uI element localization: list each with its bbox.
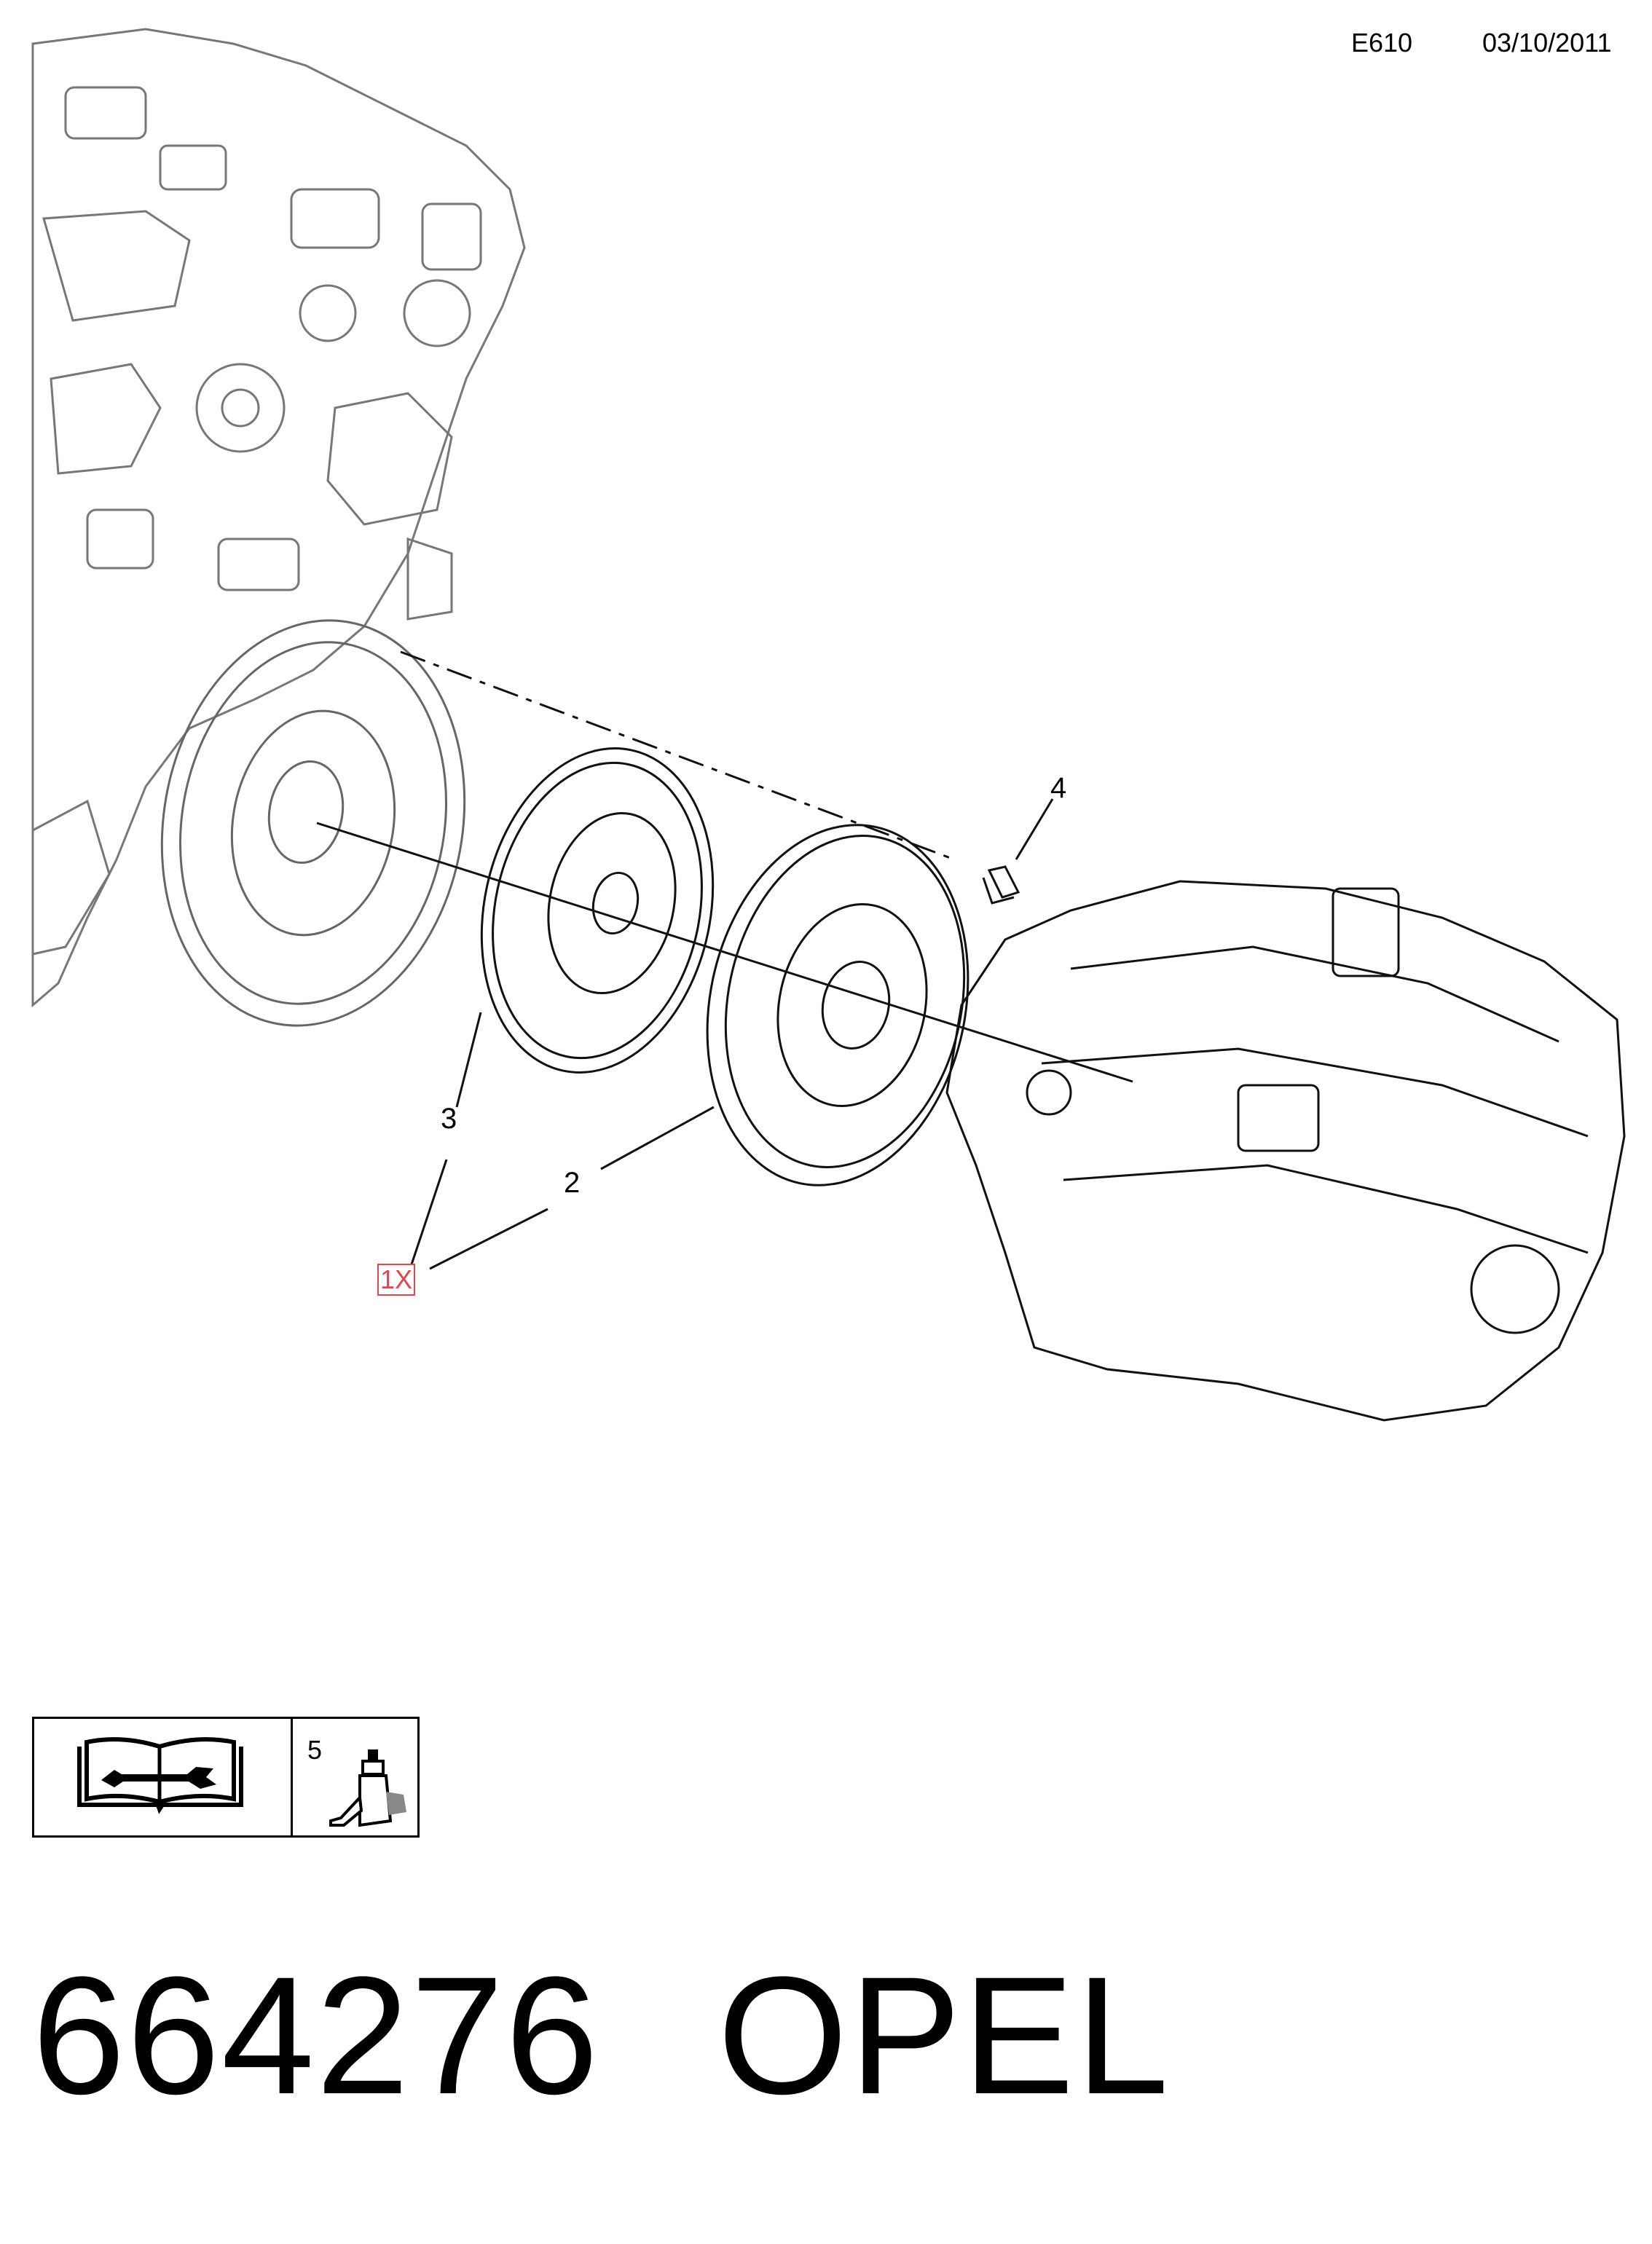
flywheel-drawing — [160, 619, 466, 1027]
part-number: 664276 — [32, 1942, 600, 2129]
legend-sealant-cell: 5 — [293, 1719, 417, 1835]
callout-3: 3 — [441, 1103, 457, 1135]
engine-block-drawing — [31, 28, 526, 1008]
legend-box: 5 — [32, 1717, 420, 1838]
gearbox-drawing — [945, 880, 1626, 1422]
assembly-lines — [316, 650, 1133, 1083]
leader-lines — [410, 798, 1054, 1270]
quantity-label: 1X — [377, 1264, 415, 1296]
pressure-plate-drawing — [706, 824, 969, 1186]
legend-item-number: 5 — [307, 1735, 323, 1765]
service-manual-wrench-icon — [77, 1737, 243, 1814]
diagram-date: 03/10/2011 — [1482, 28, 1612, 58]
clutch-disc-drawing — [480, 747, 715, 1074]
callout-4: 4 — [1050, 772, 1067, 804]
bolt-drawing — [982, 865, 1020, 905]
sealant-bottle-icon — [329, 1749, 406, 1827]
brand-name: OPEL — [717, 1942, 1171, 2129]
diagram-code: E610 — [1351, 28, 1413, 58]
legend-manual-cell — [34, 1719, 293, 1835]
callout-2: 2 — [564, 1167, 581, 1199]
